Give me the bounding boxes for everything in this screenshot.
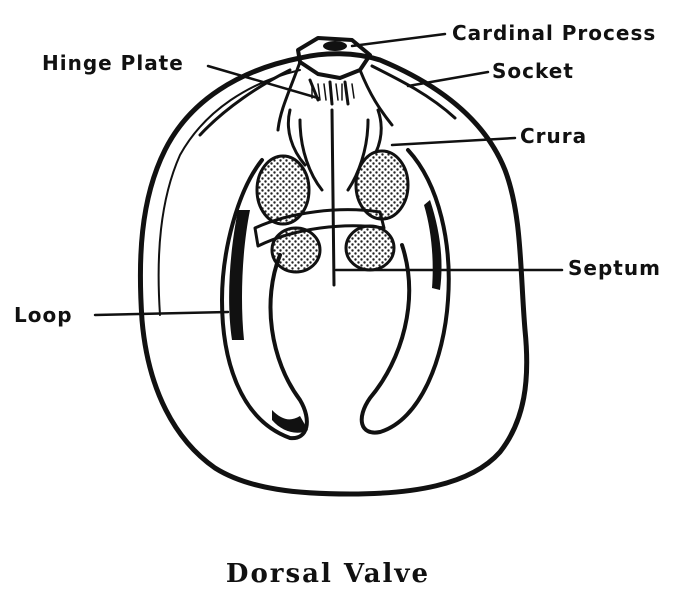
leader-cardinal-process — [352, 34, 445, 46]
label-cardinal-process: Cardinal Process — [452, 21, 656, 45]
label-hinge-plate: Hinge Plate — [42, 51, 184, 75]
caption-dorsal-valve: Dorsal Valve — [226, 559, 430, 589]
hinge-plate — [278, 62, 392, 130]
label-crura: Crura — [520, 124, 587, 148]
leader-loop — [95, 312, 228, 315]
label-loop: Loop — [14, 303, 73, 327]
leader-crura — [392, 138, 515, 145]
muscle-scar-lower-left — [272, 228, 320, 272]
label-septum: Septum — [568, 256, 661, 280]
septum-ridge — [332, 110, 334, 285]
label-socket: Socket — [492, 59, 574, 83]
muscle-scar-lower-right — [346, 226, 394, 270]
